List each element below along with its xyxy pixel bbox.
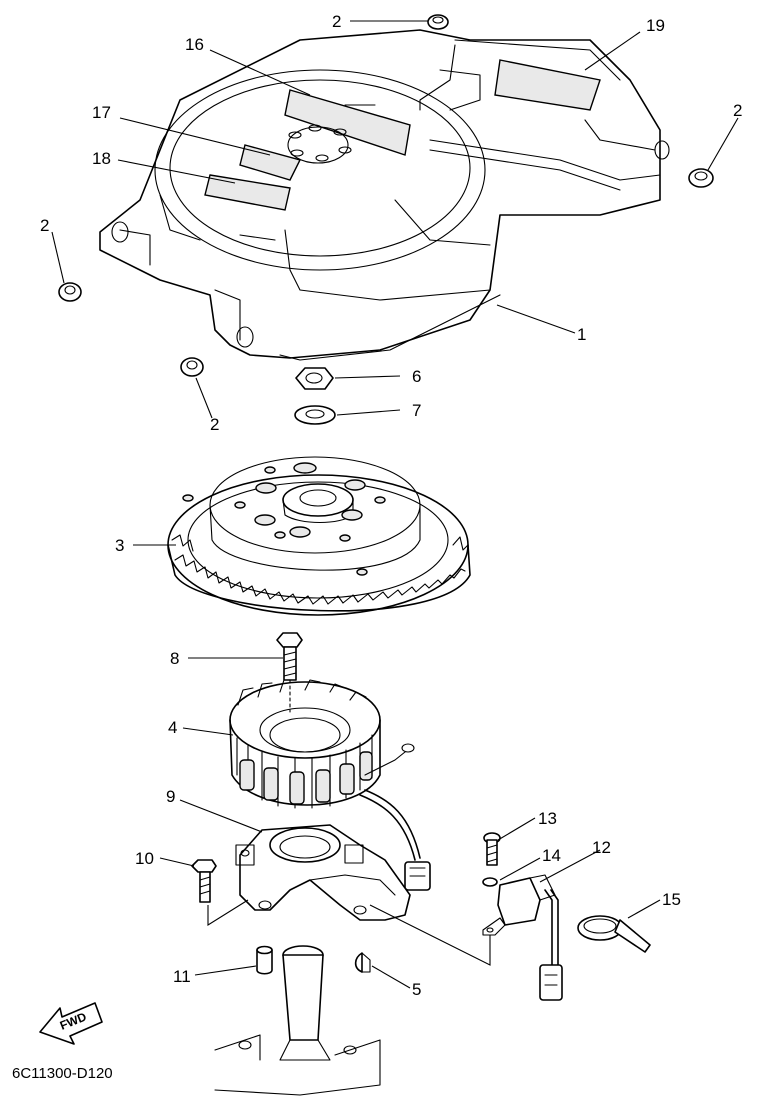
callout-3: 3 [115,536,124,555]
fwd-arrow-icon: FWD [39,1002,103,1045]
callout-6: 6 [412,367,421,386]
callout-11: 11 [173,967,191,986]
pulser-screw [483,832,501,866]
flywheel-rotor [167,456,471,616]
callout-2-right: 2 [733,101,742,120]
callout-15: 15 [662,890,681,909]
flywheel-washer [294,405,336,425]
label-16 [284,89,411,156]
grommet-bottom [180,357,204,377]
stator-coil [229,679,431,891]
stator-base [235,824,411,921]
callout-2-left: 2 [40,216,49,235]
woodruff-key [354,952,371,973]
pulser-washer [482,877,498,887]
grommet-top [427,14,449,30]
callout-12: 12 [592,838,611,857]
grommet-left [58,282,82,302]
callout-8: 8 [170,649,179,668]
label-18 [204,174,291,211]
callout-2-top: 2 [332,12,341,31]
callout-16: 16 [185,35,204,54]
callout-19: 19 [646,16,665,35]
callout-14: 14 [542,846,561,865]
callout-7: 7 [412,401,421,420]
dowel-pin [256,945,273,975]
pulser-coil [482,874,563,1001]
callout-10: 10 [135,849,154,868]
callout-4: 4 [168,718,177,737]
flywheel-nut [295,367,334,390]
label-19 [494,59,601,111]
base-bolt [191,859,217,903]
callout-1: 1 [577,325,586,344]
callout-17: 17 [92,103,111,122]
callouts: 2 16 19 2 17 18 2 1 6 7 2 3 8 4 9 13 10 … [40,12,742,999]
grommet-right [688,168,714,188]
callout-18: 18 [92,149,111,168]
leader-lines [51,20,739,989]
wire-clamp [577,915,651,953]
stator-bolt [276,632,303,713]
crankshaft [214,945,381,1096]
callout-2-bottom: 2 [210,415,219,434]
callout-5: 5 [412,980,421,999]
label-17 [239,144,302,181]
callout-9: 9 [166,787,175,806]
drawing-code: 6C11300-D120 [12,1065,113,1082]
callout-13: 13 [538,809,557,828]
flywheel-cover [99,29,670,361]
